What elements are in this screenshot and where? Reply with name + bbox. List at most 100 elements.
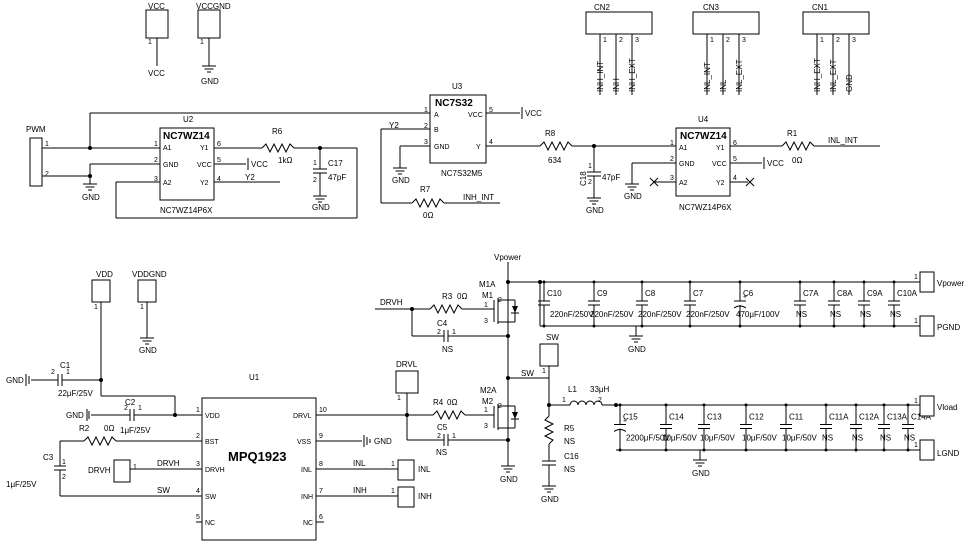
u4-inverter-ic: U4 NC7WZ14 A1 GND A2 1 2 3 Y1 VCC Y2 6 5… bbox=[624, 115, 784, 212]
m1-high-side-mosfet: M1A M1 1 3 2 bbox=[479, 262, 519, 378]
capacitor-value: 10μF/50V bbox=[700, 434, 736, 443]
svg-text:10: 10 bbox=[319, 407, 327, 414]
svg-text:R1: R1 bbox=[787, 129, 798, 138]
svg-text:SW: SW bbox=[521, 369, 534, 378]
svg-text:M1A: M1A bbox=[479, 280, 496, 289]
svg-text:1: 1 bbox=[154, 141, 158, 148]
svg-text:2: 2 bbox=[437, 433, 441, 440]
svg-text:4: 4 bbox=[196, 488, 200, 495]
svg-text:8: 8 bbox=[319, 461, 323, 468]
svg-text:PWM: PWM bbox=[26, 125, 46, 134]
svg-text:1: 1 bbox=[66, 369, 70, 376]
svg-text:GND: GND bbox=[374, 437, 392, 446]
svg-text:C18: C18 bbox=[579, 171, 588, 186]
svg-text:NS: NS bbox=[564, 437, 575, 446]
svg-text:47pF: 47pF bbox=[602, 173, 620, 182]
svg-text:NC: NC bbox=[205, 520, 215, 527]
svg-text:0Ω: 0Ω bbox=[104, 424, 114, 433]
capacitor-ref: C6 bbox=[743, 289, 754, 298]
svg-text:A2: A2 bbox=[163, 180, 172, 187]
svg-text:1: 1 bbox=[45, 141, 49, 148]
r2-resistor: R2 0Ω bbox=[60, 424, 202, 447]
svg-text:C4: C4 bbox=[437, 319, 448, 328]
capacitor-value: 470μF/100V bbox=[736, 310, 780, 319]
svg-text:1μF/25V: 1μF/25V bbox=[120, 426, 151, 435]
svg-text:A2: A2 bbox=[679, 180, 688, 187]
svg-text:GND: GND bbox=[692, 469, 710, 478]
svg-text:DRVH: DRVH bbox=[157, 459, 180, 468]
svg-text:47pF: 47pF bbox=[328, 173, 346, 182]
svg-text:R8: R8 bbox=[545, 129, 556, 138]
svg-text:INL: INL bbox=[418, 465, 431, 474]
svg-text:NC7WZ14P6X: NC7WZ14P6X bbox=[679, 203, 732, 212]
capacitor-value: NS bbox=[860, 310, 871, 319]
svg-text:5: 5 bbox=[733, 156, 737, 163]
c16-capacitor: C16 NS GND bbox=[541, 452, 579, 504]
svg-text:PGND: PGND bbox=[937, 323, 960, 332]
capacitor-value: 10μF/50V bbox=[662, 434, 698, 443]
c2-capacitor: GND 2 1 C2 1μF/25V bbox=[66, 395, 202, 435]
c1-capacitor: GND 2 1 C1 22μF/25V bbox=[6, 361, 103, 398]
svg-text:4: 4 bbox=[489, 139, 493, 146]
svg-text:SW: SW bbox=[157, 486, 170, 495]
svg-text:GND: GND bbox=[312, 203, 330, 212]
svg-text:M2: M2 bbox=[482, 397, 494, 406]
capacitor-value: 220nF/250V bbox=[550, 310, 594, 319]
svg-text:4: 4 bbox=[217, 176, 221, 183]
svg-text:0Ω: 0Ω bbox=[423, 211, 433, 220]
capacitor-value: NS bbox=[830, 310, 841, 319]
svg-text:3: 3 bbox=[196, 461, 200, 468]
svg-text:GND: GND bbox=[624, 192, 642, 201]
svg-text:GND: GND bbox=[66, 411, 84, 420]
svg-text:33μH: 33μH bbox=[590, 385, 610, 394]
svg-text:U3: U3 bbox=[452, 82, 463, 91]
capacitor-ref: C9A bbox=[867, 289, 883, 298]
svg-text:0Ω: 0Ω bbox=[447, 398, 457, 407]
svg-text:INH_EXT: INH_EXT bbox=[813, 58, 822, 92]
svg-text:3: 3 bbox=[424, 139, 428, 146]
capacitor-value: 220nF/250V bbox=[590, 310, 634, 319]
svg-text:GND: GND bbox=[82, 193, 100, 202]
svg-text:A1: A1 bbox=[679, 145, 688, 152]
svg-text:Y2: Y2 bbox=[389, 121, 399, 130]
capacitor-ref: C10 bbox=[547, 289, 562, 298]
capacitor: C10 220nF/250V bbox=[538, 280, 594, 328]
svg-text:1: 1 bbox=[484, 302, 488, 309]
capacitor-value: NS bbox=[880, 434, 891, 443]
capacitor-ref: C12 bbox=[749, 413, 764, 422]
svg-text:Vpower: Vpower bbox=[494, 253, 521, 262]
c3-capacitor: 1 2 C3 1μF/25V SW bbox=[6, 441, 202, 497]
svg-text:SW: SW bbox=[205, 494, 217, 501]
svg-text:2: 2 bbox=[619, 37, 623, 44]
svg-text:1: 1 bbox=[196, 407, 200, 414]
capacitor-ref: C14A bbox=[911, 413, 932, 422]
svg-text:R7: R7 bbox=[420, 185, 431, 194]
svg-text:GND: GND bbox=[586, 206, 604, 215]
svg-text:1kΩ: 1kΩ bbox=[278, 156, 292, 165]
svg-text:3: 3 bbox=[852, 37, 856, 44]
svg-text:CN3: CN3 bbox=[703, 3, 720, 12]
l1-inductor: L1 33μH 1 2 GND bbox=[562, 385, 920, 478]
svg-text:NC7WZ14: NC7WZ14 bbox=[680, 131, 727, 142]
svg-text:634: 634 bbox=[548, 156, 562, 165]
pwm-connector: PWM 1 2 GND bbox=[26, 112, 430, 202]
svg-text:INL_INT: INL_INT bbox=[703, 62, 712, 92]
svg-text:6: 6 bbox=[733, 140, 737, 147]
svg-text:DRVH: DRVH bbox=[88, 466, 111, 475]
svg-text:NC7S32M5: NC7S32M5 bbox=[441, 169, 483, 178]
svg-text:MPQ1923: MPQ1923 bbox=[228, 449, 287, 464]
svg-text:2: 2 bbox=[124, 405, 128, 412]
svg-text:1: 1 bbox=[914, 398, 918, 405]
svg-text:C17: C17 bbox=[328, 159, 343, 168]
svg-text:DRVH: DRVH bbox=[380, 298, 403, 307]
capacitor-value: NS bbox=[796, 310, 807, 319]
r1-resistor: R1 0Ω INL_INT bbox=[781, 129, 880, 165]
svg-text:NS: NS bbox=[442, 345, 453, 354]
svg-text:R3: R3 bbox=[442, 292, 453, 301]
